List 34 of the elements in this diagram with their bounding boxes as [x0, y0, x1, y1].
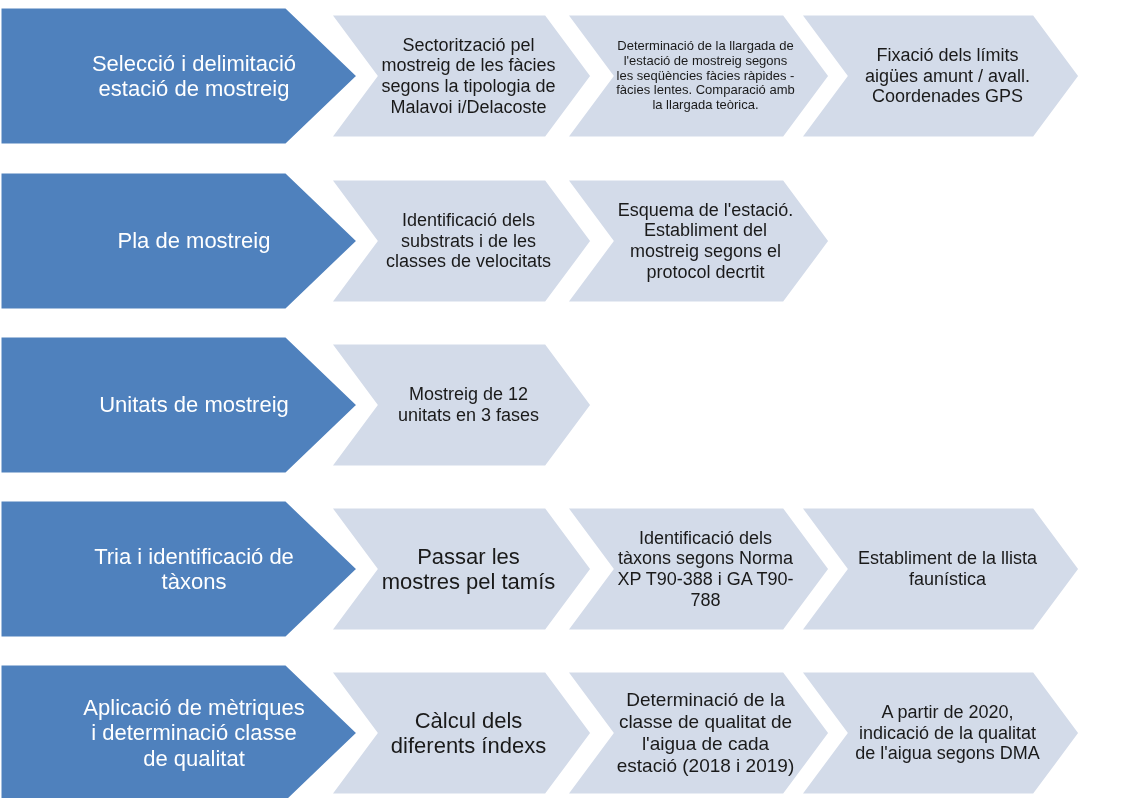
step-panel [566, 507, 830, 631]
step-text: Mostreig de 12 unitats en 3 fases [396, 384, 541, 426]
step-text: Fixació dels límits aigües amunt / avall. Coordenades GPS [863, 44, 1032, 108]
step-text: Passar les mostres pel tamís [380, 543, 557, 595]
stage-title: Unitats de mostreig [99, 392, 289, 418]
step-panel [330, 179, 592, 303]
step-panel [800, 507, 1080, 631]
step-panel [566, 14, 830, 138]
step-panel [330, 507, 592, 631]
step-panel [566, 179, 830, 303]
stage-title: Aplicació de mètriques i determinació classe de qualitat [82, 695, 306, 771]
step-text: Esquema de l'estació. Establiment del mostreig segons el protocol decrtit [616, 199, 795, 283]
step-panel [800, 671, 1080, 795]
step-text: A partir de 2020, indicació de la qualitat de l'aigua segons DMA [854, 701, 1041, 765]
step-text: Identificació dels substrats i de les classes de velocitats [384, 209, 553, 273]
step-text: Determinació de la llargada de l'estació de mostreig segons les seqüències fàcies ràpides - fàcies lentes. Comparació amb la llargada teòrica. [616, 38, 795, 114]
stage-panel [0, 336, 358, 474]
stage-panel [0, 172, 358, 310]
stage-title: Pla de mostreig [117, 228, 271, 254]
step-text: Determinació de la classe de qualitat de l'aigua de cada estació (2018 i 2019) [616, 689, 795, 777]
step-panel [330, 14, 592, 138]
stage-title: Selecció i delimitació estació de mostreig [90, 50, 298, 102]
stage-panel [0, 664, 358, 798]
step-panel [566, 671, 830, 795]
step-panel [330, 671, 592, 795]
step-panel [800, 14, 1080, 138]
stage-title: Tria i identificació de tàxons [93, 543, 295, 595]
step-text: Establiment de la llista faunística [856, 548, 1039, 590]
step-text: Càlcul dels diferents índexs [389, 707, 548, 759]
step-text: Identificació dels tàxons segons Norma XP T90-388 i GA T90-788 [616, 527, 795, 611]
step-text: Sectorització pel mostreig de les fàcies segons la tipologia de Malavoi i/Delacoste [380, 34, 557, 118]
stage-panel [0, 500, 358, 638]
stage-panel [0, 7, 358, 145]
step-panel [330, 343, 592, 467]
